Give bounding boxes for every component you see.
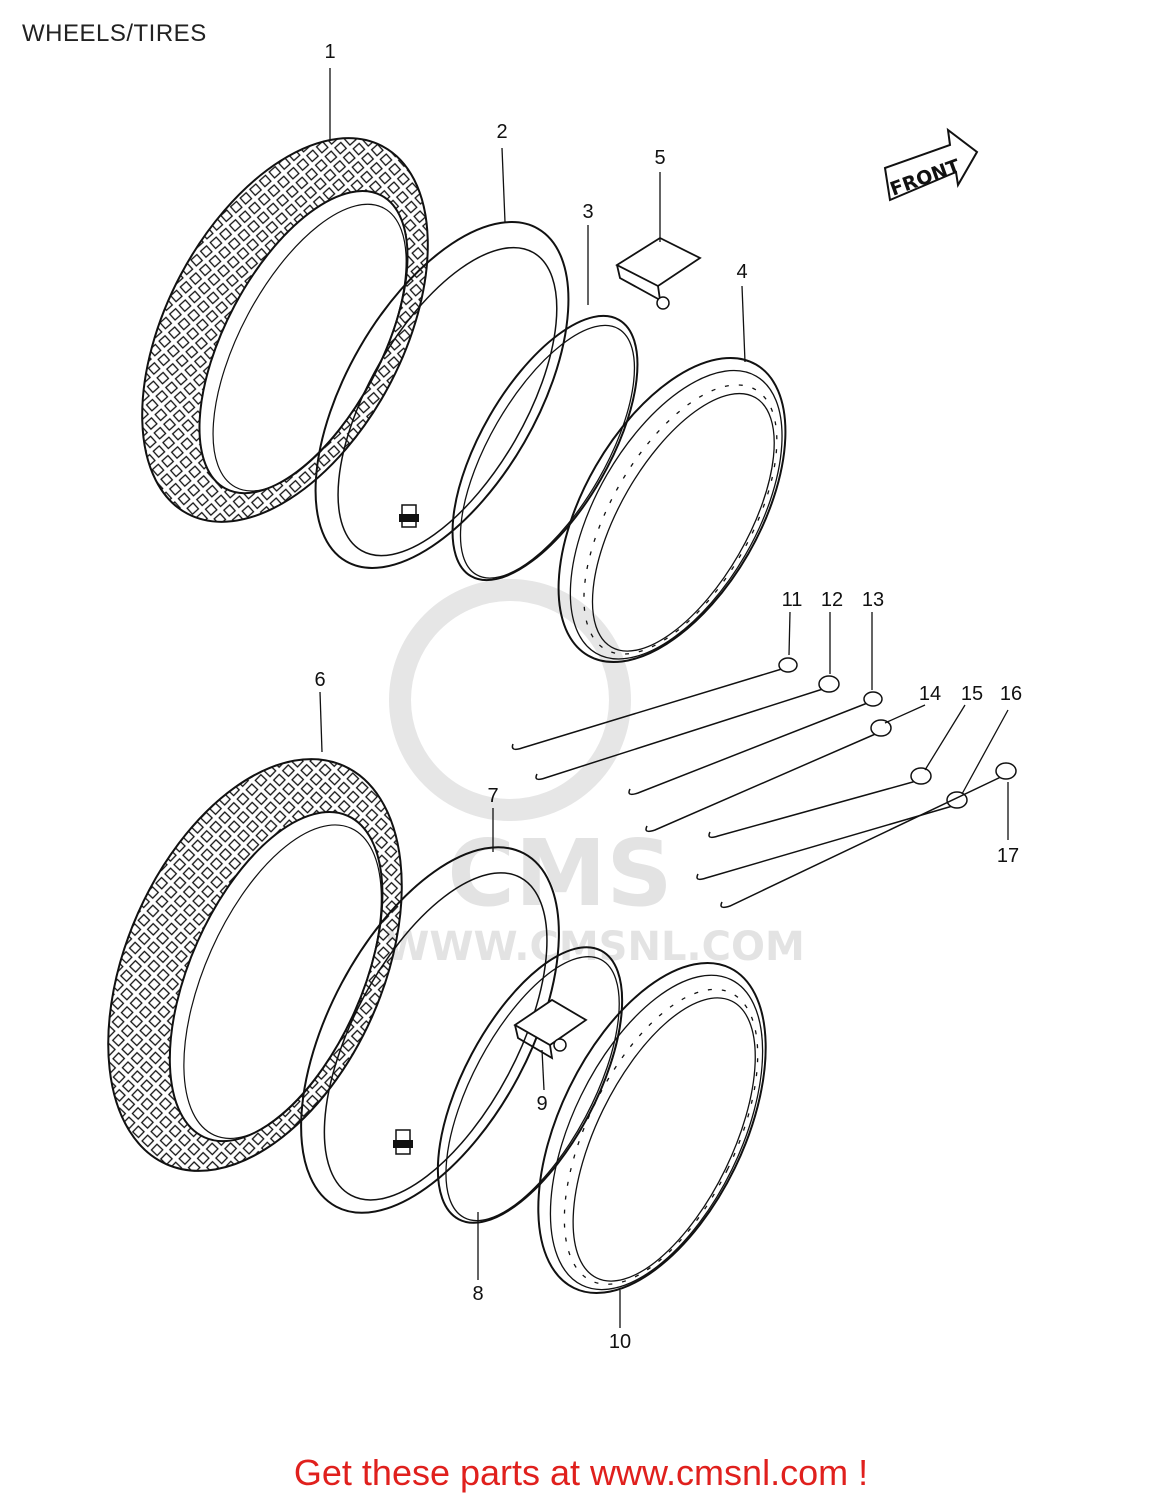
- callout-16: 16: [1000, 683, 1022, 705]
- rear-tube-valve: [393, 1129, 413, 1155]
- callout-12: 12: [821, 589, 843, 611]
- front-rim-lock: [615, 236, 702, 310]
- callout-2: 2: [496, 121, 507, 143]
- callout-1: 1: [324, 41, 335, 63]
- front-tire: [141, 137, 429, 523]
- rear-rim: [537, 962, 767, 1294]
- callout-13: 13: [862, 589, 884, 611]
- rear-rim-band: [436, 946, 624, 1224]
- watermark: CMS WWW.CMSNL.COM: [385, 579, 805, 970]
- page-title: WHEELS/TIRES: [22, 20, 207, 47]
- rear-tire: [107, 758, 403, 1172]
- callout-7: 7: [487, 785, 498, 807]
- leader-lines: [319, 68, 1009, 1328]
- callout-6: 6: [314, 669, 325, 691]
- watermark-logo-text: CMS: [447, 820, 672, 927]
- callout-15: 15: [961, 683, 983, 705]
- watermark-url-text: WWW.CMSNL.COM: [385, 924, 805, 970]
- front-rim-band: [451, 314, 639, 582]
- front-tube: [314, 221, 570, 569]
- rear-rim-lock: [513, 998, 588, 1060]
- get-parts-link[interactable]: Get these parts at www.cmsnl.com !: [293, 1452, 869, 1493]
- callout-8: 8: [472, 1283, 483, 1305]
- callout-10: 10: [609, 1331, 631, 1353]
- callout-14: 14: [919, 683, 941, 705]
- front-tube-valve: [399, 504, 419, 528]
- spokes: [511, 657, 1017, 909]
- callout-11: 11: [782, 589, 803, 611]
- front-rim: [557, 357, 787, 663]
- front-direction-arrow: FRONT: [883, 127, 979, 202]
- callout-17: 17: [997, 845, 1019, 867]
- callout-4: 4: [736, 261, 747, 283]
- callout-9: 9: [536, 1093, 547, 1115]
- callout-5: 5: [654, 147, 665, 169]
- callout-3: 3: [582, 201, 593, 223]
